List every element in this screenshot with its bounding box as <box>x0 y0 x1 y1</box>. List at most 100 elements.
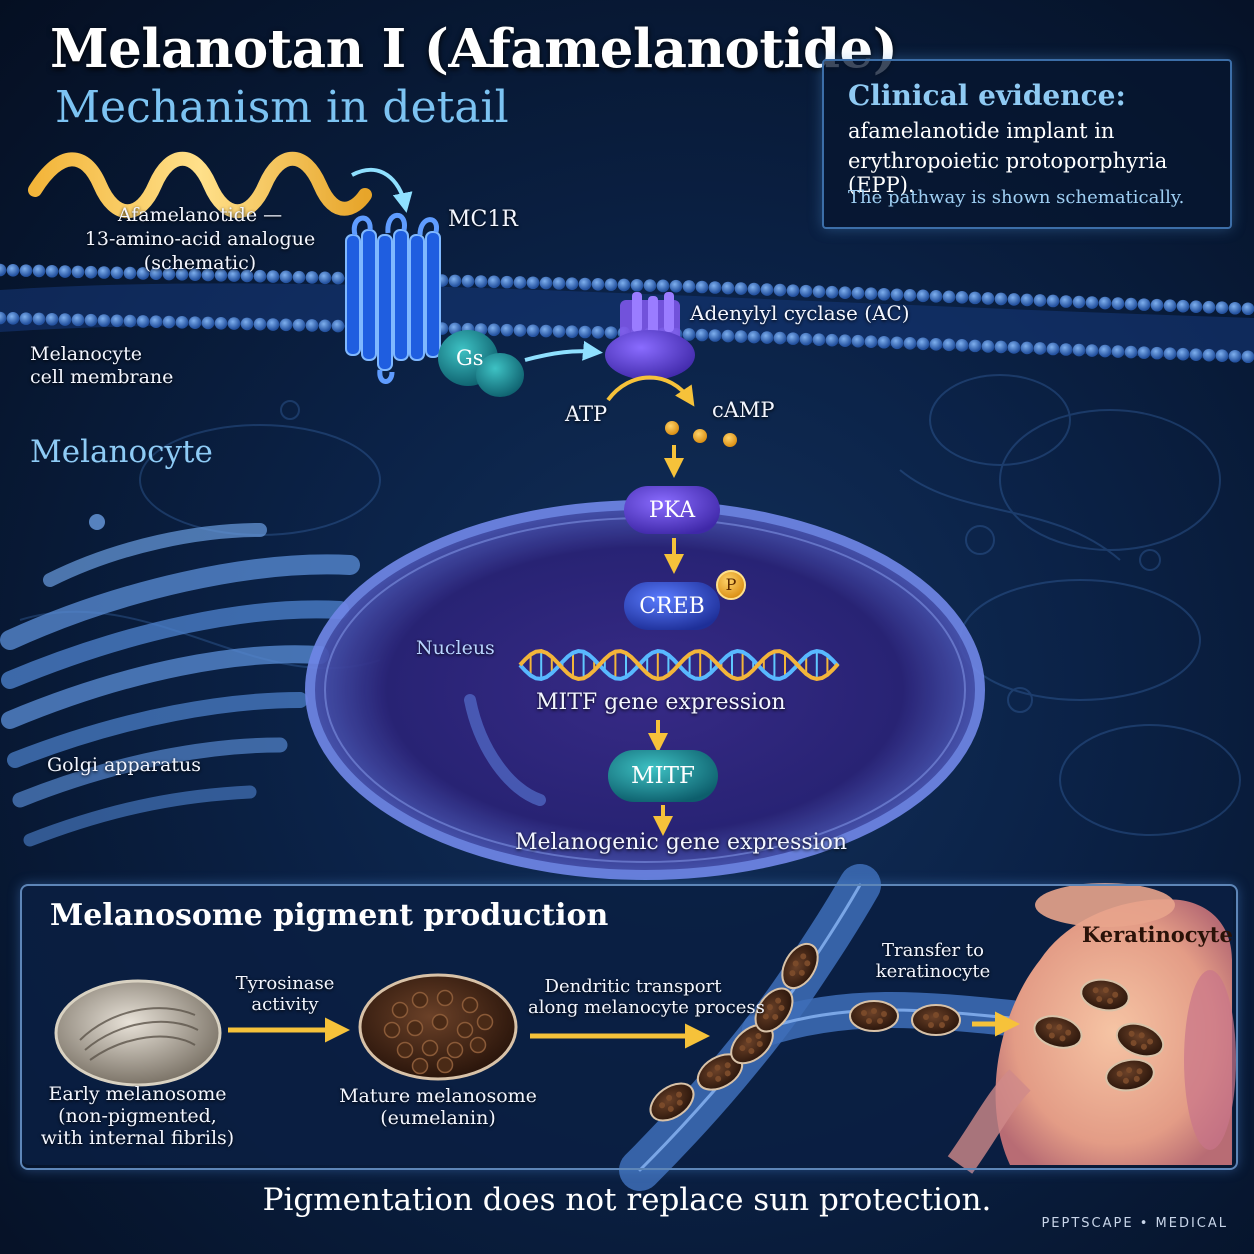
evidence-line-2: erythropoietic protoporphyria (EPP). <box>848 149 1168 197</box>
early-melanosome-label: Early melanosome (non-pigmented, with in… <box>40 1083 235 1149</box>
lipid-head <box>97 314 111 327</box>
creb-protein <box>624 582 720 630</box>
melanosome <box>649 1082 695 1122</box>
melanin-granule <box>476 1013 494 1031</box>
lipid-head <box>695 328 709 342</box>
lipid-head <box>1228 301 1242 315</box>
brand-mark: PEPTSCAPE • MEDICAL <box>1041 1216 1228 1231</box>
atp-label: ATP <box>565 402 608 426</box>
lipid-head <box>6 264 20 277</box>
footer-warning: Pigmentation does not replace sun protec… <box>262 1182 992 1218</box>
melanosome <box>911 1004 961 1036</box>
lipid-head <box>799 284 813 298</box>
lipid-head <box>604 278 618 291</box>
lipid-head <box>708 329 722 342</box>
melanosome <box>1105 1058 1155 1092</box>
lipid-head <box>539 276 553 290</box>
phosphate-group <box>716 570 746 600</box>
gs-label: Gs <box>456 346 484 370</box>
lipid-head <box>1007 293 1021 306</box>
dna-helix <box>518 648 840 682</box>
lipid-head <box>838 334 852 347</box>
lipid-head <box>71 313 85 327</box>
lipid-head <box>552 277 566 290</box>
lipid-head <box>851 334 865 348</box>
lipid-head <box>591 278 605 291</box>
lipid-head <box>500 275 514 289</box>
lipid-head <box>955 339 969 352</box>
lipid-head <box>487 323 501 337</box>
lipid-head <box>942 338 956 352</box>
lipid-head <box>1163 347 1177 360</box>
lipid-head <box>994 292 1008 306</box>
lipid-head <box>916 289 930 303</box>
mitf-gene-label: MITF gene expression <box>536 690 786 715</box>
melanogenic-label: Melanogenic gene expression <box>515 830 848 855</box>
lipid-head <box>305 319 319 332</box>
lipid-head <box>591 326 605 339</box>
lipid-head <box>747 330 761 344</box>
lipid-head <box>890 288 904 302</box>
lipid-head <box>253 269 267 283</box>
lipid-head <box>981 340 995 353</box>
lipid-head <box>1098 296 1112 310</box>
golgi-label: Golgi apparatus <box>47 754 201 776</box>
lipid-head <box>903 288 917 302</box>
lipid-head <box>292 318 306 332</box>
lipid-head <box>279 318 293 332</box>
lipid-head <box>6 312 20 325</box>
lipid-head <box>747 282 761 296</box>
lipid-head <box>1241 302 1254 316</box>
lipid-head <box>812 333 826 346</box>
lipid-head <box>474 275 488 288</box>
lipid-head <box>721 329 735 343</box>
lipid-head <box>513 324 527 337</box>
lipid-head <box>1085 344 1099 357</box>
lipid-head <box>19 264 33 277</box>
melanosome-transport <box>649 942 1165 1122</box>
adenylyl-cyclase <box>605 292 695 380</box>
lipid-head <box>240 269 254 283</box>
lipid-head <box>214 316 228 330</box>
melanosome <box>1033 1015 1083 1049</box>
lipid-head <box>162 315 176 329</box>
lipid-head <box>1033 294 1047 307</box>
mitf-protein <box>608 750 718 802</box>
gs-to-ac-arrow <box>524 340 603 362</box>
lipid-head <box>721 281 735 295</box>
melanin-granule <box>411 991 429 1009</box>
lipid-head <box>630 278 644 292</box>
lipid-head <box>214 268 228 282</box>
lipid-head <box>162 267 176 281</box>
lipid-head <box>812 285 826 298</box>
lipid-head <box>1111 345 1125 358</box>
lipid-head <box>123 266 137 280</box>
lipid-head <box>110 314 124 328</box>
melanin-granule <box>456 1021 474 1039</box>
early-melanosome <box>54 979 222 1087</box>
lipid-head <box>565 325 579 338</box>
lipid-head <box>0 311 7 325</box>
lipid-head <box>1059 295 1073 308</box>
lipid-head <box>825 285 839 299</box>
lipid-head <box>526 324 540 338</box>
lipid-head <box>1046 294 1060 308</box>
lipid-head <box>929 338 943 351</box>
lipid-head <box>136 315 150 328</box>
lipid-head <box>1241 350 1254 364</box>
signaling-arrows <box>648 445 684 836</box>
lipid-head <box>617 278 631 292</box>
melanin-granule <box>436 989 454 1007</box>
lipid-head <box>799 332 813 346</box>
lipid-head <box>84 313 98 327</box>
lipid-head <box>578 325 592 339</box>
lipid-head <box>643 279 657 292</box>
evidence-heading: Clinical evidence: <box>848 79 1126 112</box>
lipid-head <box>123 314 137 328</box>
lipid-head <box>903 336 917 350</box>
lipid-head <box>734 282 748 295</box>
lipid-head <box>1137 346 1151 359</box>
melanin-granule <box>469 1036 487 1054</box>
melanin-granule <box>431 1013 449 1031</box>
melanin-granule <box>421 1039 439 1057</box>
